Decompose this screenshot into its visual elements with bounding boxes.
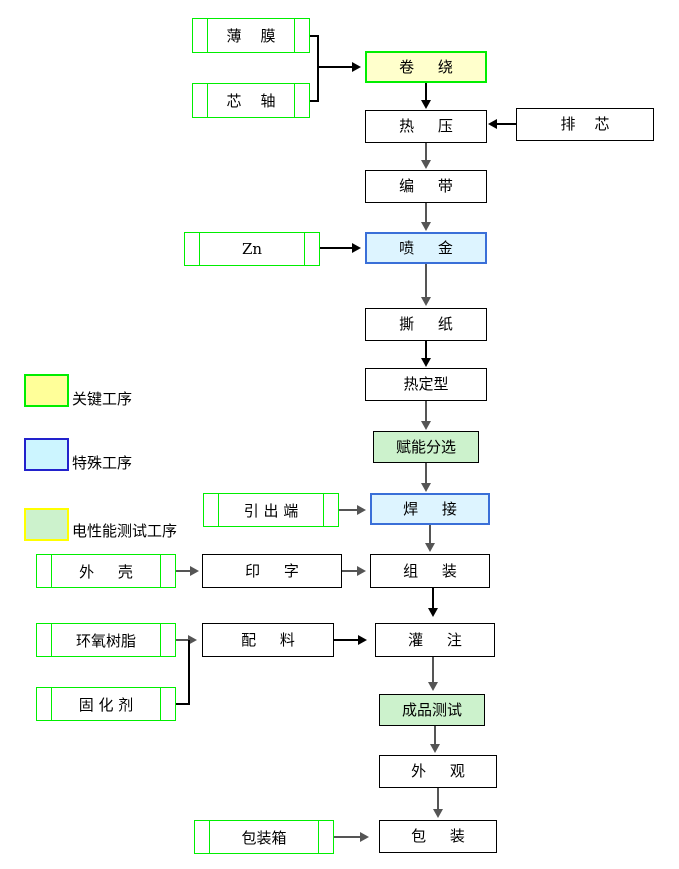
process-box-winding: 卷 绕 (365, 51, 487, 83)
connector-epoxy-to-mixing (176, 639, 192, 641)
process-box-taping: 编 带 (365, 170, 487, 203)
process-box-tearpaper: 撕 纸 (365, 308, 487, 341)
connector-appearance-to-packing (437, 788, 439, 812)
connector-film-to-bracket (310, 35, 319, 37)
process-box-hotpress: 热 压 (365, 110, 487, 143)
connector-sorting-to-welding (425, 463, 427, 485)
connector-printing-to-assembly (342, 570, 362, 572)
process-box-assembly: 组 装 (370, 554, 490, 588)
process-box-heatset: 热定型 (365, 368, 487, 401)
connector-shell-to-printing (176, 570, 196, 572)
connector-taping-to-metalspray (425, 203, 427, 225)
legend-label-special-process: 特殊工序 (72, 454, 133, 472)
process-box-packing: 包 装 (379, 820, 497, 853)
connector-finaltest-to-appearance (434, 726, 436, 748)
connector-potting-to-finaltest (432, 657, 434, 685)
process-box-appearance: 外 观 (379, 755, 497, 788)
material-box-shell: 外 壳 (36, 554, 176, 588)
arrowhead-to-assembly (425, 543, 435, 552)
material-box-hardener: 固 化 剂 (36, 687, 176, 721)
connector-coredraw-to-hotpress (497, 123, 517, 125)
arrowhead-to-packing (433, 809, 443, 818)
legend-label-key-process: 关键工序 (72, 390, 133, 408)
arrowhead-to-metalspray (421, 222, 431, 231)
legend-swatch-key-process (24, 374, 69, 407)
connector-tearpaper-to-heatset (425, 341, 427, 361)
arrowhead-to-welding-left (357, 505, 366, 515)
process-box-coredraw: 排 芯 (516, 108, 654, 141)
arrowhead-to-potting-left (358, 635, 367, 645)
connector-hotpress-to-taping (425, 143, 427, 163)
process-box-metalspray: 喷 金 (365, 232, 487, 264)
material-box-mandrel: 芯 轴 (192, 83, 310, 118)
process-box-mixing: 配 料 (202, 623, 334, 657)
arrowhead-to-winding (352, 62, 361, 72)
process-box-printing: 印 字 (202, 554, 342, 588)
connector-winding-to-hotpress (425, 83, 427, 103)
legend-label-electrical-test: 电性能测试工序 (72, 522, 178, 540)
material-box-lead: 引 出 端 (203, 493, 339, 527)
material-box-carton: 包装箱 (194, 820, 334, 854)
process-box-potting: 灌 注 (375, 623, 495, 657)
material-box-zinc: Zn (184, 232, 320, 266)
arrowhead-to-finaltest (428, 682, 438, 691)
legend-swatch-special-process (24, 438, 69, 471)
legend-swatch-electrical-test (24, 508, 69, 541)
connector-mandrel-to-bracket (310, 100, 319, 102)
arrowhead-to-sorting (421, 421, 431, 430)
arrowhead-to-potting (428, 608, 438, 617)
connector-hardener-riser (188, 640, 190, 704)
connector-bracket-to-winding (317, 66, 358, 68)
arrowhead-to-tearpaper (421, 297, 431, 306)
connector-assembly-to-potting (432, 588, 434, 611)
connector-carton-to-packing (334, 836, 364, 838)
arrowhead-to-mixing (188, 635, 197, 645)
process-box-finaltest: 成品测试 (379, 694, 485, 726)
process-box-welding: 焊 接 (370, 493, 490, 525)
arrowhead-to-metalspray-left (352, 243, 361, 253)
arrowhead-to-printing (190, 566, 199, 576)
arrowhead-to-hotpress-left (488, 119, 497, 129)
connector-lead-to-welding (339, 509, 363, 511)
material-box-epoxy: 环氧树脂 (36, 623, 176, 657)
connector-heatset-to-sorting (425, 401, 427, 423)
arrowhead-to-welding (421, 483, 431, 492)
process-box-sorting: 赋能分选 (373, 431, 479, 463)
connector-welding-to-assembly (429, 525, 431, 547)
arrowhead-to-packing-left (360, 832, 369, 842)
connector-hardener-stub (176, 703, 190, 705)
arrowhead-to-assembly-left (357, 566, 366, 576)
connector-bracket-spine (317, 35, 319, 102)
connector-metalspray-to-tearpaper (425, 264, 427, 300)
arrowhead-to-taping (421, 160, 431, 169)
arrowhead-to-heatset (421, 358, 431, 367)
arrowhead-to-hotpress (421, 100, 431, 109)
material-box-film: 薄 膜 (192, 18, 310, 53)
connector-zinc-to-metalspray (320, 247, 358, 249)
connector-mixing-to-potting (334, 639, 362, 641)
arrowhead-to-appearance (430, 744, 440, 753)
